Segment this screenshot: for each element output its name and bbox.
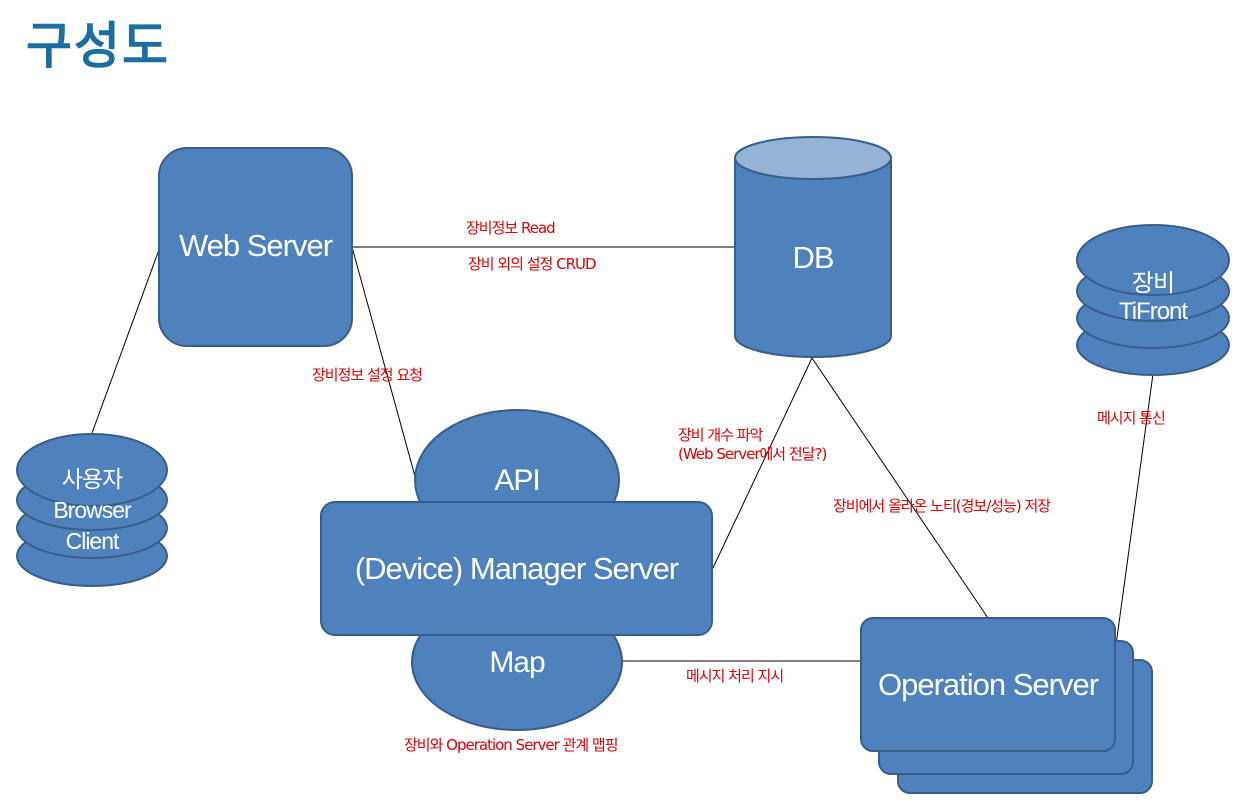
connectors bbox=[91, 246, 1154, 662]
device-label-line1: 장비 bbox=[1131, 270, 1175, 297]
edge-manager-db bbox=[711, 357, 813, 571]
user-label-line3: Client bbox=[65, 528, 120, 555]
edge-label-manager-db-line1: 장비 개수 파악 bbox=[678, 426, 763, 444]
edge-device-operation bbox=[1115, 373, 1154, 646]
device-label: 장비 TiFront bbox=[1077, 270, 1229, 327]
page-title: 구성도 bbox=[26, 17, 170, 75]
api-label: API bbox=[494, 464, 540, 497]
edge-label-device-operation: 메시지 통신 bbox=[1097, 409, 1166, 427]
edge-label-manager-db: 장비 개수 파악 (Web Server에서 전달?) bbox=[678, 426, 827, 464]
web-server-box bbox=[158, 147, 353, 347]
web-server-label: Web Server bbox=[178, 228, 333, 263]
map-caption: 장비와 Operation Server 관계 맵핑 bbox=[404, 736, 619, 754]
edge-label-map-operation: 메시지 처리 지시 bbox=[686, 667, 784, 685]
edge-label-operation-db: 장비에서 올라온 노티(경보/성능) 저장 bbox=[833, 497, 1051, 515]
edge-label-web-api: 장비정보 설정 요청 bbox=[312, 366, 423, 384]
manager-server-label: (Device) Manager Server bbox=[354, 551, 679, 586]
operation-server-label: Operation Server bbox=[877, 667, 1099, 702]
device-stack bbox=[1076, 224, 1230, 376]
user-label-line1: 사용자 bbox=[61, 466, 123, 492]
manager-server-box bbox=[320, 501, 713, 636]
edge-label-web-db-read: 장비정보 Read bbox=[466, 219, 556, 237]
edge-web-api bbox=[351, 246, 417, 481]
edge-label-manager-db-line2: (Web Server에서 전달?) bbox=[678, 444, 827, 463]
edge-user-web bbox=[91, 246, 161, 434]
user-label-line2: Browser bbox=[53, 497, 131, 524]
map-label: Map bbox=[489, 646, 545, 679]
user-label: 사용자 Browser Client bbox=[17, 464, 167, 557]
db-label: DB bbox=[792, 240, 834, 275]
edge-label-web-db-crud: 장비 외의 설정 CRUD bbox=[468, 255, 597, 273]
user-stack bbox=[16, 433, 168, 587]
device-label-line2: TiFront bbox=[1118, 298, 1188, 326]
db-cylinder bbox=[734, 136, 892, 358]
operation-server-stack bbox=[860, 617, 1153, 794]
edge-db-operation bbox=[811, 357, 989, 619]
